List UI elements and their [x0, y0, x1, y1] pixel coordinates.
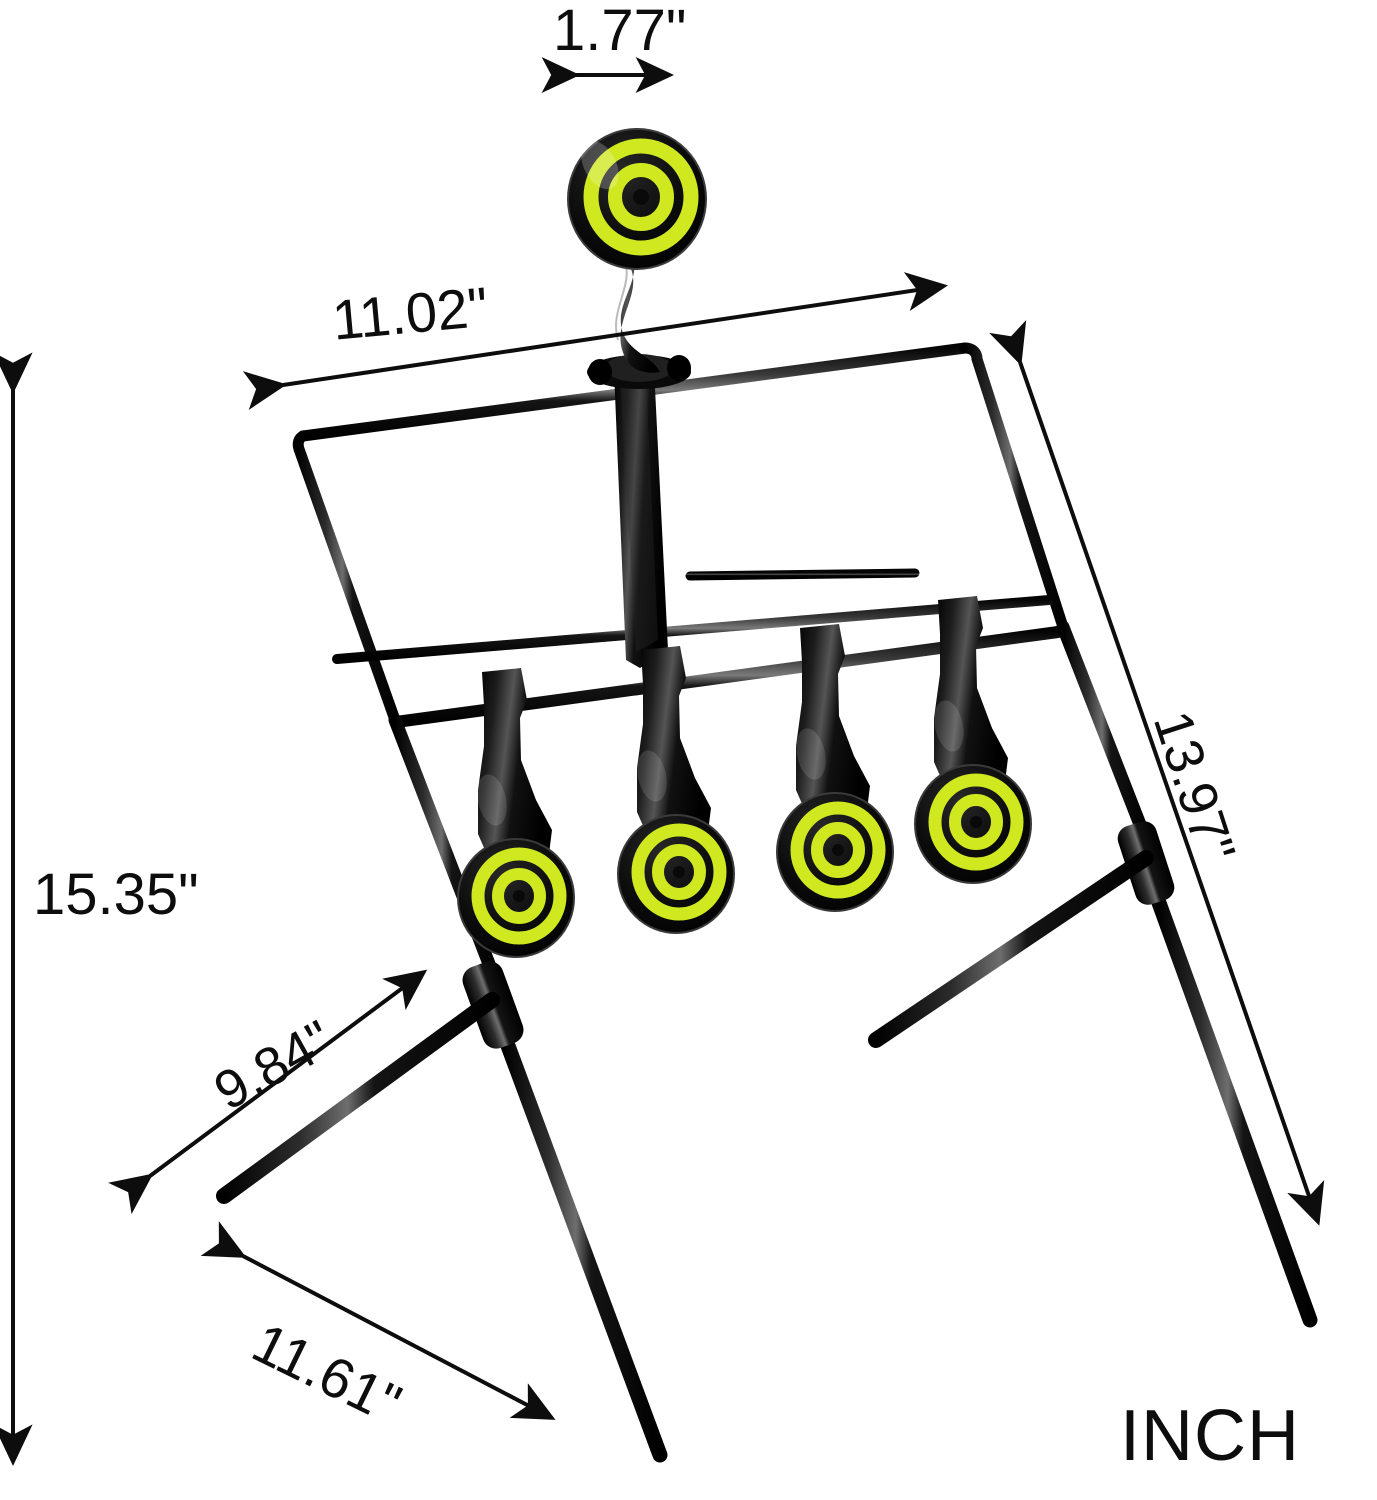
dimension-label-frame-width: 11.02"	[329, 274, 491, 352]
paddle-target-3	[776, 624, 894, 912]
dimension-arrows	[0, 57, 1325, 1467]
dimension-label-top-width: 1.77"	[553, 0, 687, 63]
dim-arrow-13-97	[989, 320, 1325, 1226]
dim-arrow-9-84	[108, 969, 428, 1215]
top-spinner-target	[567, 128, 707, 373]
dim-arrow-11-02	[242, 272, 948, 410]
paddle-target-2	[617, 646, 735, 934]
stand-frame	[216, 342, 1318, 1463]
dimension-label-height: 15.35"	[33, 862, 199, 927]
dim-arrow-11-61	[200, 1221, 556, 1420]
unit-caption: INCH	[1120, 1396, 1300, 1476]
paddle-target-1	[457, 668, 575, 958]
